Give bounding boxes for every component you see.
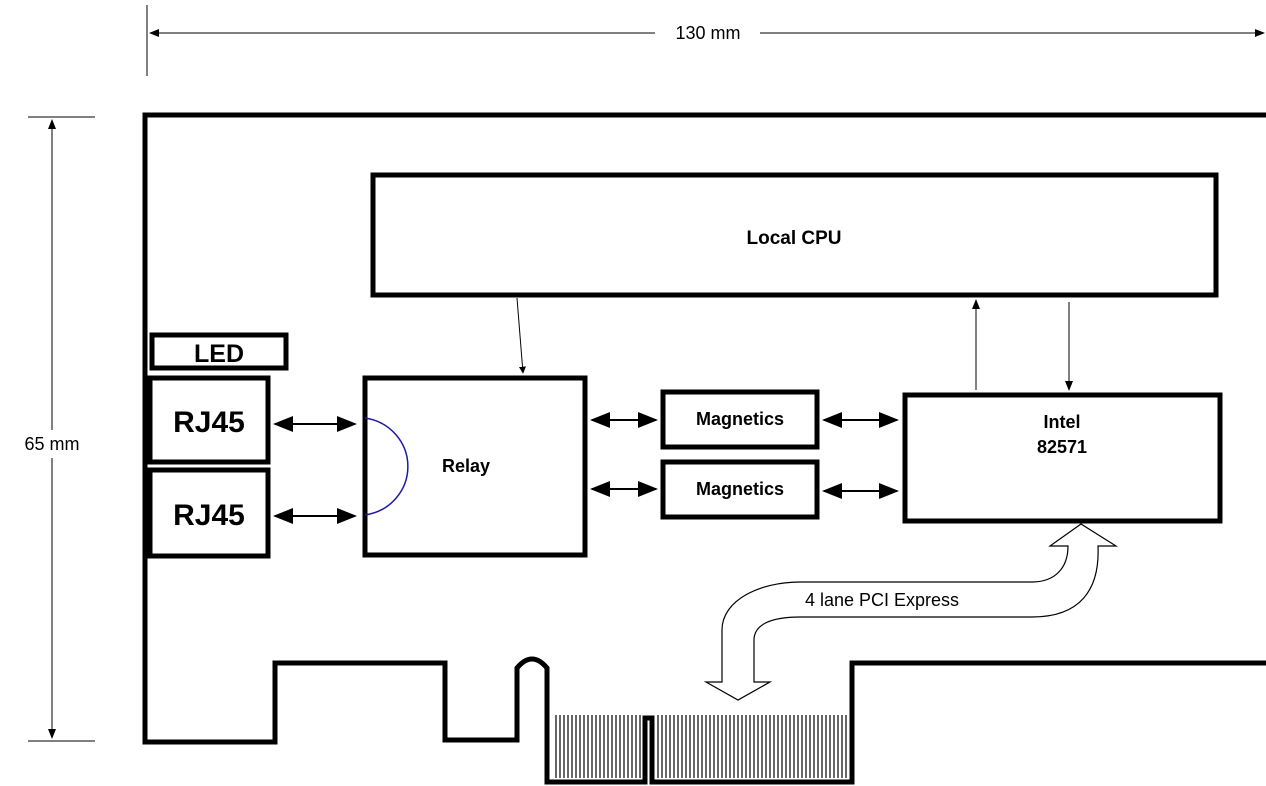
intel-label-line2: 82571: [1037, 437, 1087, 457]
width-label: 130 mm: [675, 23, 740, 43]
magnetics-block-top: [660, 389, 820, 450]
magnetics-bottom-label: Magnetics: [696, 479, 784, 499]
card-outline: [142, 112, 1266, 785]
relay-block: [362, 375, 588, 558]
pcie-bus-arrow: [703, 523, 1119, 701]
pcie-bus-label: 4 lane PCI Express: [805, 590, 959, 610]
led-block: [149, 332, 289, 371]
rj45-top-label: RJ45: [173, 406, 245, 439]
magnetics-block-bottom: [660, 459, 820, 520]
height-dimension: 65 mm: [24, 116, 95, 742]
relay-label: Relay: [442, 456, 490, 476]
rj45-port-bottom: [147, 467, 271, 559]
led-label: LED: [194, 340, 244, 368]
rj45-bottom-label: RJ45: [173, 499, 245, 532]
intel-label-line1: Intel: [1043, 412, 1080, 432]
pcie-edge-connector: [555, 715, 847, 778]
intel-82571-block: [902, 392, 1223, 524]
local-cpu-block: [370, 172, 1219, 298]
magnetics-top-label: Magnetics: [696, 409, 784, 429]
width-dimension: 130 mm: [146, 5, 1265, 76]
relay-switch-arc: [364, 417, 409, 516]
local-cpu-label: Local CPU: [746, 228, 841, 249]
rj45-port-top: [147, 375, 271, 465]
link-cpu-relay: [516, 297, 526, 374]
height-label: 65 mm: [24, 434, 79, 454]
